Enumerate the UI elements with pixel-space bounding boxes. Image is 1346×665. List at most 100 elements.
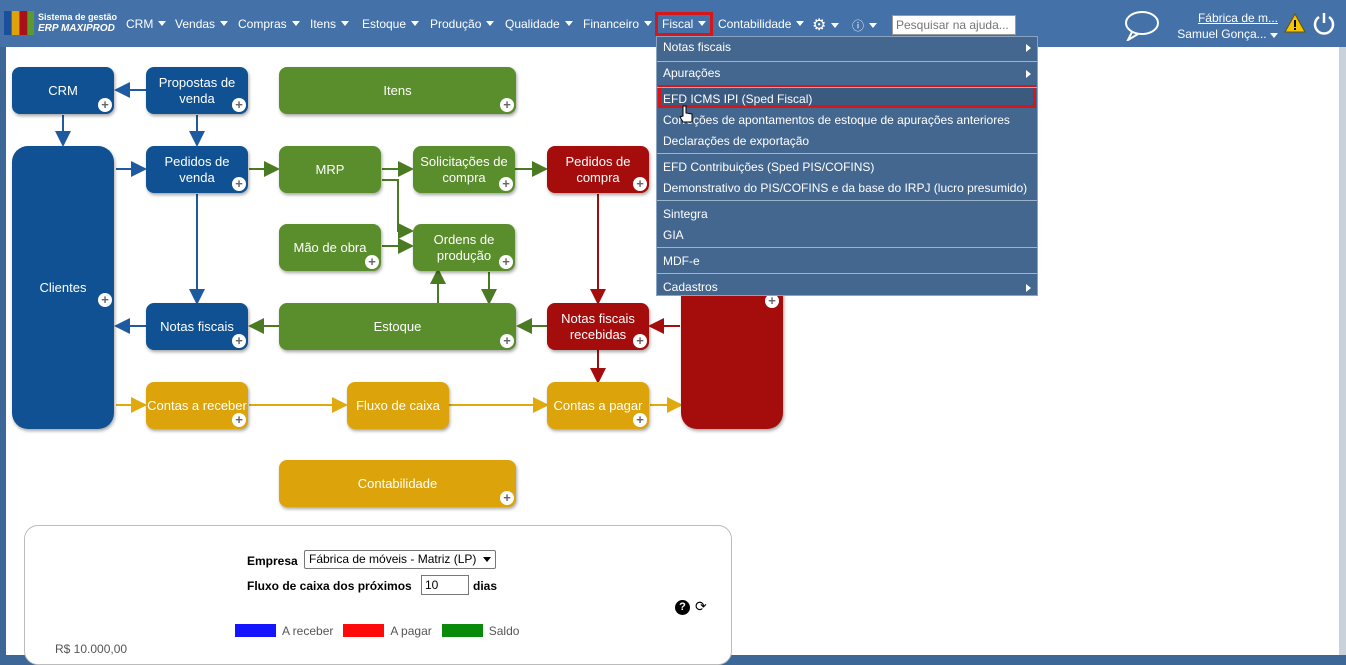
notas-fiscais-node-label: Notas fiscais bbox=[160, 318, 234, 334]
fluxo-caixa-node[interactable]: Fluxo de caixa bbox=[347, 382, 449, 429]
user-info[interactable]: Fábrica de m... Samuel Gonça... bbox=[1177, 10, 1278, 42]
chevron-down-icon bbox=[644, 21, 653, 26]
chevron-down-icon bbox=[341, 21, 350, 26]
pedidos-compra-node[interactable]: Pedidos de compra+ bbox=[547, 146, 649, 193]
chat-icon[interactable] bbox=[1122, 9, 1162, 41]
menu-label: CRM bbox=[126, 17, 154, 31]
chevron-down-icon bbox=[158, 21, 167, 26]
fiscal-menu-item[interactable]: MDF-e bbox=[663, 254, 700, 268]
maxiprod-logo-icon[interactable] bbox=[4, 11, 34, 35]
solicitacoes-node[interactable]: Solicitações de compra+ bbox=[413, 146, 515, 193]
menu-label: Fiscal bbox=[662, 17, 694, 31]
crm-node[interactable]: CRM+ bbox=[12, 67, 114, 114]
add-icon[interactable]: + bbox=[499, 177, 513, 191]
fiscal-menu-item[interactable]: Cadastros bbox=[663, 280, 718, 294]
menu-contabilidade[interactable]: Contabilidade bbox=[718, 17, 805, 31]
add-icon[interactable]: + bbox=[232, 177, 246, 191]
add-icon[interactable]: + bbox=[98, 293, 112, 307]
pedidos-venda-node[interactable]: Pedidos de venda+ bbox=[146, 146, 248, 193]
add-icon[interactable]: + bbox=[633, 413, 647, 427]
flow-arrows bbox=[55, 82, 683, 413]
nf-recebidas-node[interactable]: Notas fiscais recebidas+ bbox=[547, 303, 649, 350]
add-icon[interactable]: + bbox=[365, 255, 379, 269]
add-icon[interactable]: + bbox=[633, 334, 647, 348]
gear-icon[interactable]: ⚙ bbox=[812, 15, 840, 35]
fiscal-menu-item[interactable]: EFD ICMS IPI (Sped Fiscal) bbox=[663, 92, 813, 106]
menu-produção[interactable]: Produção bbox=[430, 17, 495, 31]
chevron-right-icon bbox=[1026, 70, 1031, 78]
add-icon[interactable]: + bbox=[765, 294, 779, 308]
fiscal-menu-item[interactable]: Sintegra bbox=[663, 207, 708, 221]
fiscal-menu-item[interactable]: Declarações de exportação bbox=[663, 134, 810, 148]
fornecedores-node[interactable]: + bbox=[681, 287, 783, 429]
fiscal-menu-highlight bbox=[655, 12, 713, 36]
menu-label: Produção bbox=[430, 17, 482, 31]
legend-swatch bbox=[343, 624, 385, 637]
empresa-select[interactable]: Fábrica de móveis - Matriz (LP) bbox=[304, 550, 496, 569]
mao-obra-node[interactable]: Mão de obra+ bbox=[279, 224, 381, 271]
add-icon[interactable]: + bbox=[232, 98, 246, 112]
help-search-input[interactable] bbox=[892, 15, 1016, 35]
help-icon[interactable]: ? bbox=[675, 600, 690, 615]
fiscal-menu-item[interactable]: EFD Contribuições (Sped PIS/COFINS) bbox=[663, 160, 875, 174]
clientes-node[interactable]: Clientes+ bbox=[12, 146, 114, 429]
contas-receber-node[interactable]: Contas a receber+ bbox=[146, 382, 248, 429]
chevron-right-icon bbox=[1026, 284, 1031, 292]
menu-fiscal[interactable]: Fiscal bbox=[662, 17, 707, 31]
fiscal-menu-item[interactable]: Demonstrativo do PIS/COFINS e da base do… bbox=[663, 181, 1028, 195]
empresa-select-value: Fábrica de móveis - Matriz (LP) bbox=[309, 552, 477, 566]
mrp-node[interactable]: MRP bbox=[279, 146, 381, 193]
contas-receber-node-label: Contas a receber bbox=[147, 397, 247, 413]
chevron-down-icon bbox=[486, 21, 495, 26]
fluxo-days-input[interactable] bbox=[421, 575, 469, 595]
fiscal-menu-item[interactable]: GIA bbox=[663, 228, 684, 242]
warning-icon[interactable] bbox=[1284, 13, 1306, 33]
propostas-node[interactable]: Propostas de venda+ bbox=[146, 67, 248, 114]
chevron-down-icon bbox=[483, 557, 491, 562]
contabilidade-node[interactable]: Contabilidade + bbox=[279, 460, 516, 507]
menu-compras[interactable]: Compras bbox=[238, 17, 300, 31]
menu-label: Estoque bbox=[362, 17, 407, 31]
add-icon[interactable]: + bbox=[499, 255, 513, 269]
menu-financeiro[interactable]: Financeiro bbox=[583, 17, 653, 31]
mrp-node-label: MRP bbox=[315, 161, 345, 177]
contas-pagar-node-label: Contas a pagar bbox=[553, 397, 643, 413]
power-icon[interactable] bbox=[1312, 11, 1336, 35]
add-icon[interactable]: + bbox=[232, 413, 246, 427]
menu-crm[interactable]: CRM bbox=[126, 17, 167, 31]
notas-fiscais-node[interactable]: Notas fiscais+ bbox=[146, 303, 248, 350]
menu-vendas[interactable]: Vendas bbox=[175, 17, 229, 31]
itens-node-label: Itens bbox=[383, 82, 412, 98]
ordens-node[interactable]: Ordens de produção+ bbox=[413, 224, 515, 271]
menu-label: Compras bbox=[238, 17, 287, 31]
contabilidade-node-label: Contabilidade bbox=[357, 475, 438, 491]
add-icon[interactable]: + bbox=[98, 98, 112, 112]
chevron-right-icon bbox=[1026, 44, 1031, 52]
menu-divider bbox=[657, 153, 1037, 154]
menu-qualidade[interactable]: Qualidade bbox=[505, 17, 573, 31]
company-name[interactable]: Fábrica de m... bbox=[1197, 11, 1278, 25]
pedidos-venda-node-label: Pedidos de venda bbox=[164, 153, 230, 185]
fiscal-menu-item[interactable]: Apurações bbox=[663, 66, 721, 80]
add-icon[interactable]: + bbox=[500, 98, 514, 112]
add-icon[interactable]: + bbox=[500, 334, 514, 348]
user-name[interactable]: Samuel Gonça... bbox=[1177, 26, 1278, 42]
menu-label: Vendas bbox=[175, 17, 216, 31]
contas-pagar-node[interactable]: Contas a pagar+ bbox=[547, 382, 649, 429]
menu-divider bbox=[657, 200, 1037, 201]
add-icon[interactable]: + bbox=[633, 177, 647, 191]
add-icon[interactable]: + bbox=[500, 491, 514, 505]
add-icon[interactable]: + bbox=[232, 334, 246, 348]
fiscal-menu-item[interactable]: Correções de apontamentos de estoque de … bbox=[663, 113, 1010, 127]
help-icon[interactable]: ⓘ bbox=[852, 17, 878, 34]
estoque-node[interactable]: Estoque+ bbox=[279, 303, 516, 350]
refresh-icon[interactable]: ⟳ bbox=[695, 598, 707, 614]
menu-label: Qualidade bbox=[505, 17, 560, 31]
menu-itens[interactable]: Itens bbox=[310, 17, 350, 31]
fiscal-menu-item[interactable]: Notas fiscais bbox=[663, 40, 732, 54]
menu-estoque[interactable]: Estoque bbox=[362, 17, 420, 31]
vertical-scrollbar[interactable] bbox=[1339, 47, 1346, 655]
nf-recebidas-node-label: Notas fiscais recebidas bbox=[561, 310, 635, 342]
itens-node[interactable]: Itens + bbox=[279, 67, 516, 114]
